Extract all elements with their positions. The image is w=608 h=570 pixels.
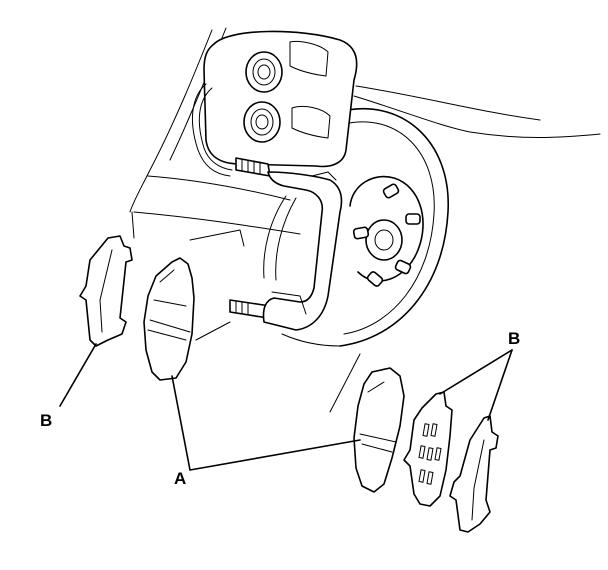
callout-b-left: B: [40, 411, 52, 430]
suspension-outline: [129, 27, 601, 347]
leader-inner-pad: [189, 229, 245, 247]
caliper-pistons: [243, 51, 283, 143]
inner-brake-pad: [143, 257, 195, 381]
outer-brake-pad: [353, 367, 405, 493]
caliper-bracket: [229, 157, 343, 331]
callout-leaders: [59, 343, 513, 471]
shim-slots: [418, 423, 442, 485]
callout-a: A: [174, 469, 186, 488]
callout-b-right: B: [508, 329, 520, 348]
brake-disc: [337, 107, 449, 347]
leader-inner-pad-bottom: [195, 321, 231, 341]
pad-shim-slotted: [403, 391, 453, 507]
leader-outer-pad: [329, 353, 361, 413]
wheel-studs: [352, 183, 421, 287]
pad-shim-right: [449, 415, 499, 533]
pad-shim-left: [79, 235, 133, 347]
caliper: [192, 30, 358, 177]
leader-shim-left: [131, 211, 135, 239]
